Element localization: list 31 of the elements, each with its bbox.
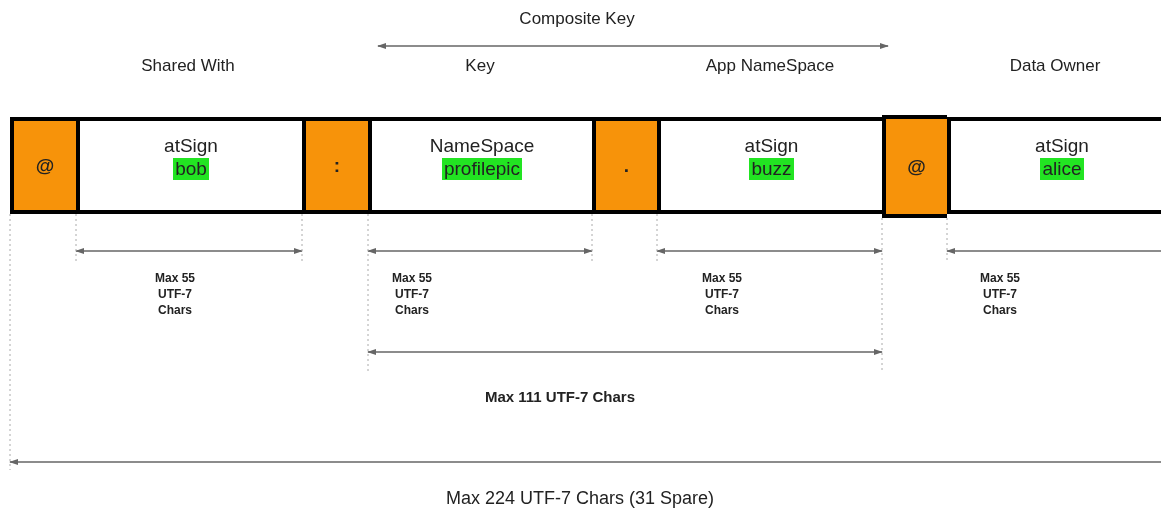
length-label: Max 55 UTF-7 Chars	[391, 270, 433, 318]
example-value: profilepic	[441, 158, 522, 180]
field-box	[947, 117, 1161, 214]
group-heading: Composite Key	[519, 9, 635, 29]
separator-symbol: @	[35, 154, 55, 177]
separator-box	[592, 117, 657, 214]
length-label: Max 55 UTF-7 Chars	[701, 270, 743, 318]
separator-box	[882, 115, 947, 218]
segment-heading: App NameSpace	[705, 56, 835, 76]
segment-heading: Data Owner	[1009, 56, 1101, 76]
field-box	[76, 117, 302, 214]
field-box	[657, 117, 882, 214]
example-value: buzz	[749, 158, 794, 180]
length-label: Max 111 UTF-7 Chars	[484, 388, 636, 405]
separator-symbol: @	[907, 155, 926, 178]
field-type: atSign	[164, 135, 218, 157]
separator-box	[302, 117, 368, 214]
segment-heading: Shared With	[141, 56, 235, 76]
length-label: Max 55 UTF-7 Chars	[154, 270, 196, 318]
field-box	[368, 117, 592, 214]
separator-symbol: :	[333, 154, 341, 177]
length-label: Max 224 UTF-7 Chars (31 Spare)	[445, 488, 715, 509]
separator-box	[10, 117, 76, 214]
field-type: atSign	[744, 135, 799, 157]
separator-symbol: .	[623, 154, 630, 177]
field-type: atSign	[1035, 135, 1089, 157]
length-label: Max 55 UTF-7 Chars	[979, 270, 1021, 318]
segment-heading: Key	[465, 56, 495, 76]
field-type: NameSpace	[429, 135, 535, 157]
example-value: bob	[173, 158, 209, 180]
example-value: alice	[1040, 158, 1084, 180]
